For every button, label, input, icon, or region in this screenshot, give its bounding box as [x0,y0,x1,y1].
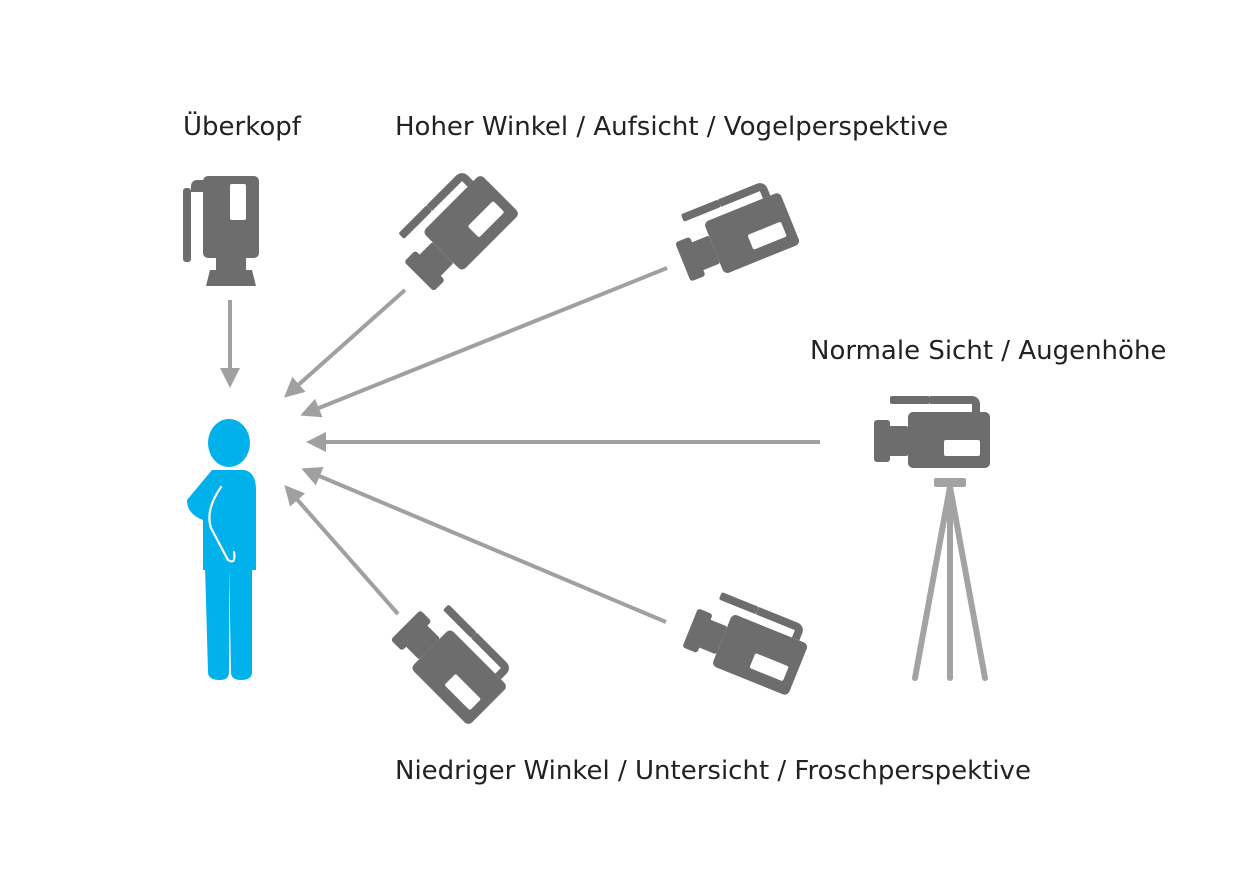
arrow-icon [284,288,407,398]
arrow-icon [301,466,667,624]
label-eye-level: Normale Sicht / Augenhöhe [810,336,1167,366]
camera-icon [387,162,520,296]
camera-icon [666,176,801,288]
label-overhead: Überkopf [183,112,301,142]
label-low-angle: Niedriger Winkel / Untersicht / Froschpe… [395,756,1031,786]
camera-icon [386,593,520,726]
person-icon [187,419,256,680]
camera-icon [183,176,259,286]
tripod-icon [912,478,988,681]
label-high-angle: Hoher Winkel / Aufsicht / Vogelperspekti… [395,112,949,142]
arrow-icon [284,484,400,616]
camera-icon [680,585,815,697]
camera-icon [874,396,990,468]
arrow-icon [300,266,668,418]
arrows [220,266,820,624]
